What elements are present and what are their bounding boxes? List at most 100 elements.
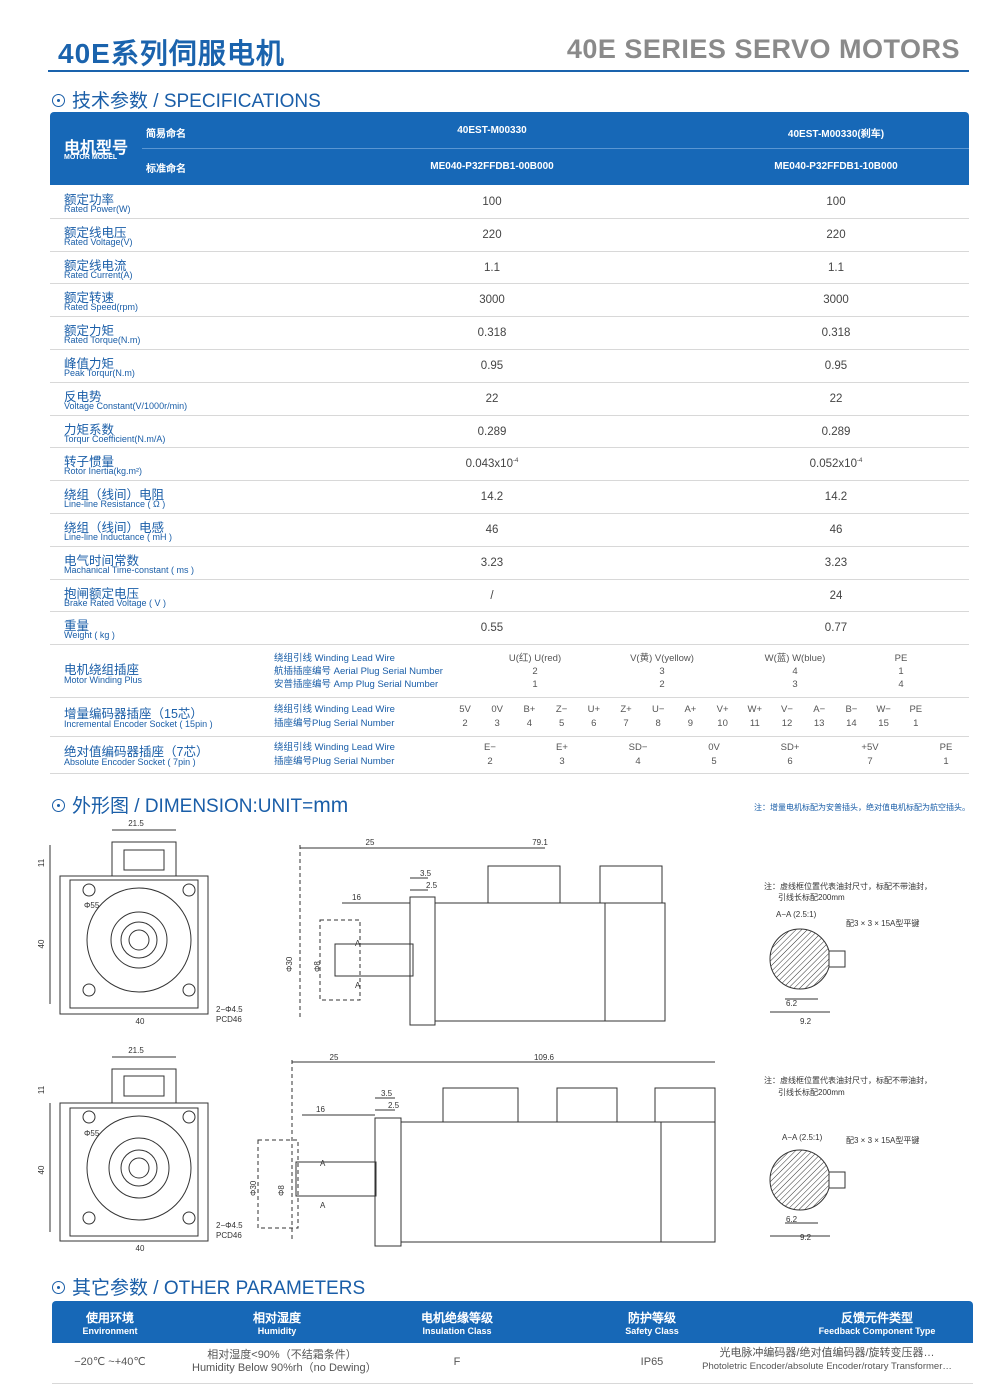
spec-label-en: Brake Rated Voltage ( V ) — [64, 597, 167, 608]
svg-text:注：虚线框位置代表油封尺寸，标配不带油封，: 注：虚线框位置代表油封尺寸，标配不带油封， — [764, 1075, 932, 1085]
incremental-cell: A− — [813, 704, 826, 715]
spec-value-col2: 0.318 — [821, 327, 851, 340]
absolute-cell: PE — [939, 742, 953, 753]
absolute-cell: 6 — [787, 756, 793, 767]
svg-text:3.5: 3.5 — [381, 1089, 393, 1098]
incremental-cell: A+ — [684, 704, 697, 715]
spec-value-col1: 0.95 — [480, 360, 504, 372]
svg-text:配3 × 3 × 15A型平键: 配3 × 3 × 15A型平键 — [846, 918, 919, 928]
svg-text:16: 16 — [316, 1105, 325, 1114]
absolute-cell: 1 — [943, 756, 949, 767]
absolute-cell: 2 — [487, 756, 493, 767]
winding-cell: 1 — [532, 679, 538, 690]
other-table-row: −20℃ ~+40℃ 相对湿度<90%（不结霜条件）Humidity Below… — [52, 1343, 973, 1384]
spec-value-col1: 0.043x10-4 — [465, 458, 519, 471]
svg-text:注：虚线框位置代表油封尺寸，标配不带油封，: 注：虚线框位置代表油封尺寸，标配不带油封， — [764, 881, 932, 891]
other-section-title: 其它参数 / OTHER PARAMETERS — [52, 1273, 365, 1300]
absolute-cell: 5 — [711, 756, 717, 767]
svg-text:Φ30: Φ30 — [249, 1180, 258, 1196]
inertia-exponent: -4 — [856, 458, 863, 465]
spec-label-en: Rated Torque(N.m) — [64, 335, 141, 346]
svg-text:40: 40 — [136, 1244, 145, 1253]
spec-value-col2: 0.77 — [824, 622, 848, 635]
side-view-top — [299, 845, 666, 1026]
winding-cell: 2 — [659, 679, 665, 690]
spec-value-col2: 14.2 — [824, 491, 848, 504]
dim-dia: Φ55 — [84, 901, 100, 910]
section-view-bottom — [769, 1149, 846, 1237]
absolute-sub1: 绕组引线 Winding Lead Wire — [274, 742, 395, 753]
spec-value-col1: 46 — [485, 524, 499, 536]
winding-cell: PE — [894, 653, 908, 664]
spec-label-en: Rated Voltage(V) — [64, 236, 133, 247]
svg-text:Φ8: Φ8 — [313, 961, 322, 972]
incremental-cell: Z+ — [620, 704, 632, 715]
winding-label-en: Motor Winding Plus — [64, 675, 143, 685]
marker-a-top-2: A — [355, 981, 361, 990]
short-name-label: 简易命名 — [146, 129, 186, 140]
svg-text:25: 25 — [330, 1053, 339, 1062]
svg-text:2.5: 2.5 — [388, 1101, 400, 1110]
spec-label-en: Rated Current(A) — [64, 269, 133, 280]
absolute-cell: 4 — [635, 756, 641, 767]
svg-text:2.5: 2.5 — [426, 881, 438, 890]
spec-value-col2: 0.95 — [824, 360, 848, 372]
dim-front-h: 40 — [37, 939, 46, 948]
feedback-value: 光电脉冲编码器/绝对值编码器/旋转变压器…Photoletric Encoder… — [702, 1347, 952, 1372]
absolute-sub2: 插座编号Plug Serial Number — [274, 756, 395, 767]
spec-value-col1: 0.289 — [477, 425, 507, 438]
incremental-cell: B+ — [523, 704, 536, 715]
absolute-row: 绝对值编码器插座（7芯） Absolute Encoder Socket ( 7… — [50, 737, 969, 774]
spec-label-cn: 重量 — [64, 619, 90, 634]
safety-value: IP65 — [640, 1356, 664, 1368]
spec-label-cn: 额定线电压 — [64, 225, 127, 240]
absolute-cell: 3 — [559, 756, 565, 767]
winding-cell: W(蓝) W(blue) — [764, 653, 826, 664]
spec-label-cn: 额定线电流 — [64, 258, 127, 273]
absolute-label-cn: 绝对值编码器插座（7芯） — [64, 745, 209, 759]
spec-value-col1: 220 — [482, 228, 502, 241]
winding-cell: 3 — [659, 666, 665, 677]
incremental-sub2: 插座编号Plug Serial Number — [274, 718, 395, 729]
svg-text:40: 40 — [37, 1165, 46, 1174]
spec-value-col2: 3.23 — [824, 556, 848, 569]
section-view-top — [769, 928, 846, 1013]
dim-pcd: PCD46 — [216, 1015, 242, 1024]
absolute-cell: E− — [484, 742, 496, 753]
winding-cell: U(红) U(red) — [508, 653, 562, 664]
spec-label-en: Rated Power(W) — [64, 204, 131, 214]
svg-text:Φ55: Φ55 — [84, 1129, 100, 1138]
winding-cell: V(黄) V(yellow) — [630, 653, 694, 664]
spec-label-cn: 额定功率 — [64, 193, 115, 207]
page-title-cn: 40E系列伺服电机 — [58, 38, 285, 69]
dim-front-w: 40 — [136, 1017, 145, 1026]
svg-text:A−A (2.5:1): A−A (2.5:1) — [782, 1133, 823, 1142]
incremental-cell: Z− — [555, 704, 568, 715]
header-divider — [48, 70, 969, 72]
absolute-cell: +5V — [861, 742, 879, 753]
absolute-cell: SD+ — [780, 742, 800, 753]
spec-label-en: Voltage Constant(V/1000r/min) — [64, 400, 188, 411]
incremental-row: 增量编码器插座（15芯） Incremental Encoder Socket … — [50, 698, 969, 737]
svg-text:79.1: 79.1 — [532, 838, 548, 847]
winding-row: 电机绕组插座 Motor Winding Plus 绕组引线 Winding L… — [50, 645, 969, 698]
incremental-cell: V− — [781, 704, 793, 715]
winding-cell: 1 — [898, 666, 904, 677]
spec-value-col1: 100 — [482, 196, 502, 208]
absolute-cell: 7 — [867, 756, 873, 767]
incremental-cell: 11 — [749, 718, 760, 729]
incremental-cell: 10 — [717, 718, 728, 729]
env-value: −20℃ ~+40℃ — [74, 1356, 146, 1368]
model-label-en: MOTOR MODEL — [64, 154, 118, 161]
svg-text:2−Φ4.5: 2−Φ4.5 — [216, 1221, 243, 1230]
incremental-cell: U+ — [587, 704, 600, 715]
